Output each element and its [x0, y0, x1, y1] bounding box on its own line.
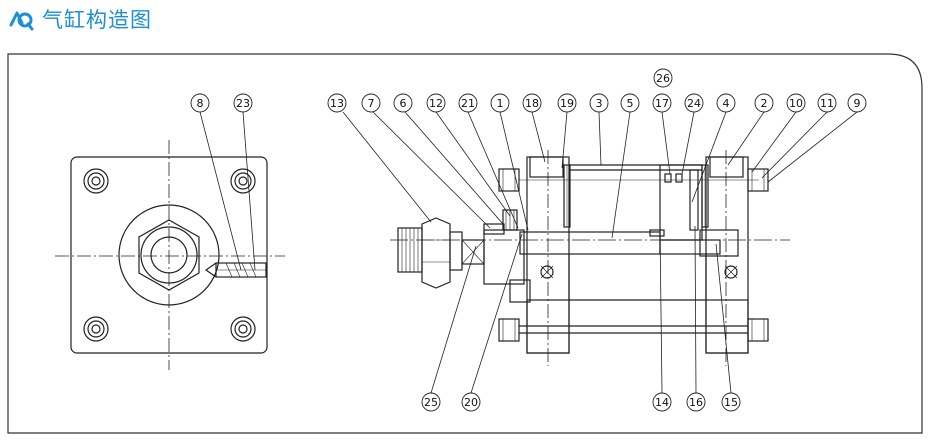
- callout-4: 4: [716, 93, 736, 113]
- callout-11: 11: [817, 93, 837, 113]
- svg-text:6: 6: [400, 97, 407, 110]
- callout-10: 10: [786, 93, 806, 113]
- callout-7: 7: [361, 93, 381, 113]
- drawing-frame: [7, 53, 923, 434]
- header: 气缸构造图: [0, 0, 931, 42]
- svg-text:12: 12: [429, 97, 443, 110]
- callout-5: 5: [620, 93, 640, 113]
- callout-3: 3: [589, 93, 609, 113]
- callout-16: 16: [686, 392, 706, 412]
- callout-1: 1: [490, 93, 510, 113]
- svg-text:15: 15: [724, 396, 738, 409]
- bolt-top-right: [230, 168, 256, 194]
- svg-text:10: 10: [789, 97, 803, 110]
- callout-15: 15: [721, 392, 741, 412]
- svg-text:25: 25: [424, 396, 438, 409]
- svg-text:7: 7: [368, 97, 375, 110]
- callout-2: 2: [754, 93, 774, 113]
- svg-text:16: 16: [689, 396, 703, 409]
- svg-text:3: 3: [596, 97, 603, 110]
- svg-text:1: 1: [497, 97, 504, 110]
- callout-26: 26: [653, 68, 673, 88]
- leader-lines: [199, 111, 858, 394]
- callout-6: 6: [393, 93, 413, 113]
- callout-25: 25: [421, 392, 441, 412]
- svg-text:8: 8: [197, 97, 204, 110]
- svg-text:4: 4: [723, 97, 730, 110]
- svg-text:11: 11: [820, 97, 834, 110]
- svg-text:26: 26: [656, 72, 670, 85]
- callout-9: 9: [847, 93, 867, 113]
- page-title: 气缸构造图: [42, 8, 152, 32]
- callout-21: 21: [458, 93, 478, 113]
- svg-text:17: 17: [655, 97, 669, 110]
- callout-labels: 8 23 26 13 7 6 12 21 1 18 19 3 5 17 24 4…: [190, 68, 867, 412]
- callout-19: 19: [557, 93, 577, 113]
- svg-text:13: 13: [330, 97, 344, 110]
- svg-text:20: 20: [464, 396, 478, 409]
- end-view: [55, 140, 285, 370]
- svg-text:18: 18: [525, 97, 539, 110]
- callout-17: 17: [652, 93, 672, 113]
- svg-text:21: 21: [461, 97, 475, 110]
- callout-24: 24: [684, 93, 704, 113]
- svg-text:2: 2: [761, 97, 768, 110]
- svg-text:14: 14: [655, 396, 669, 409]
- brand-logo-icon: [9, 11, 34, 31]
- callout-13: 13: [327, 93, 347, 113]
- svg-text:5: 5: [627, 97, 634, 110]
- svg-text:23: 23: [236, 97, 250, 110]
- side-view: [390, 150, 790, 366]
- callout-20: 20: [461, 392, 481, 412]
- bolt-bottom-left: [83, 316, 109, 342]
- svg-text:19: 19: [560, 97, 574, 110]
- callout-23: 23: [233, 93, 253, 113]
- bolt-bottom-right: [230, 316, 256, 342]
- callout-14: 14: [652, 392, 672, 412]
- callout-18: 18: [522, 93, 542, 113]
- svg-text:9: 9: [854, 97, 861, 110]
- svg-text:24: 24: [687, 97, 701, 110]
- callout-8: 8: [190, 93, 210, 113]
- callout-12: 12: [426, 93, 446, 113]
- bolt-top-left: [83, 168, 109, 194]
